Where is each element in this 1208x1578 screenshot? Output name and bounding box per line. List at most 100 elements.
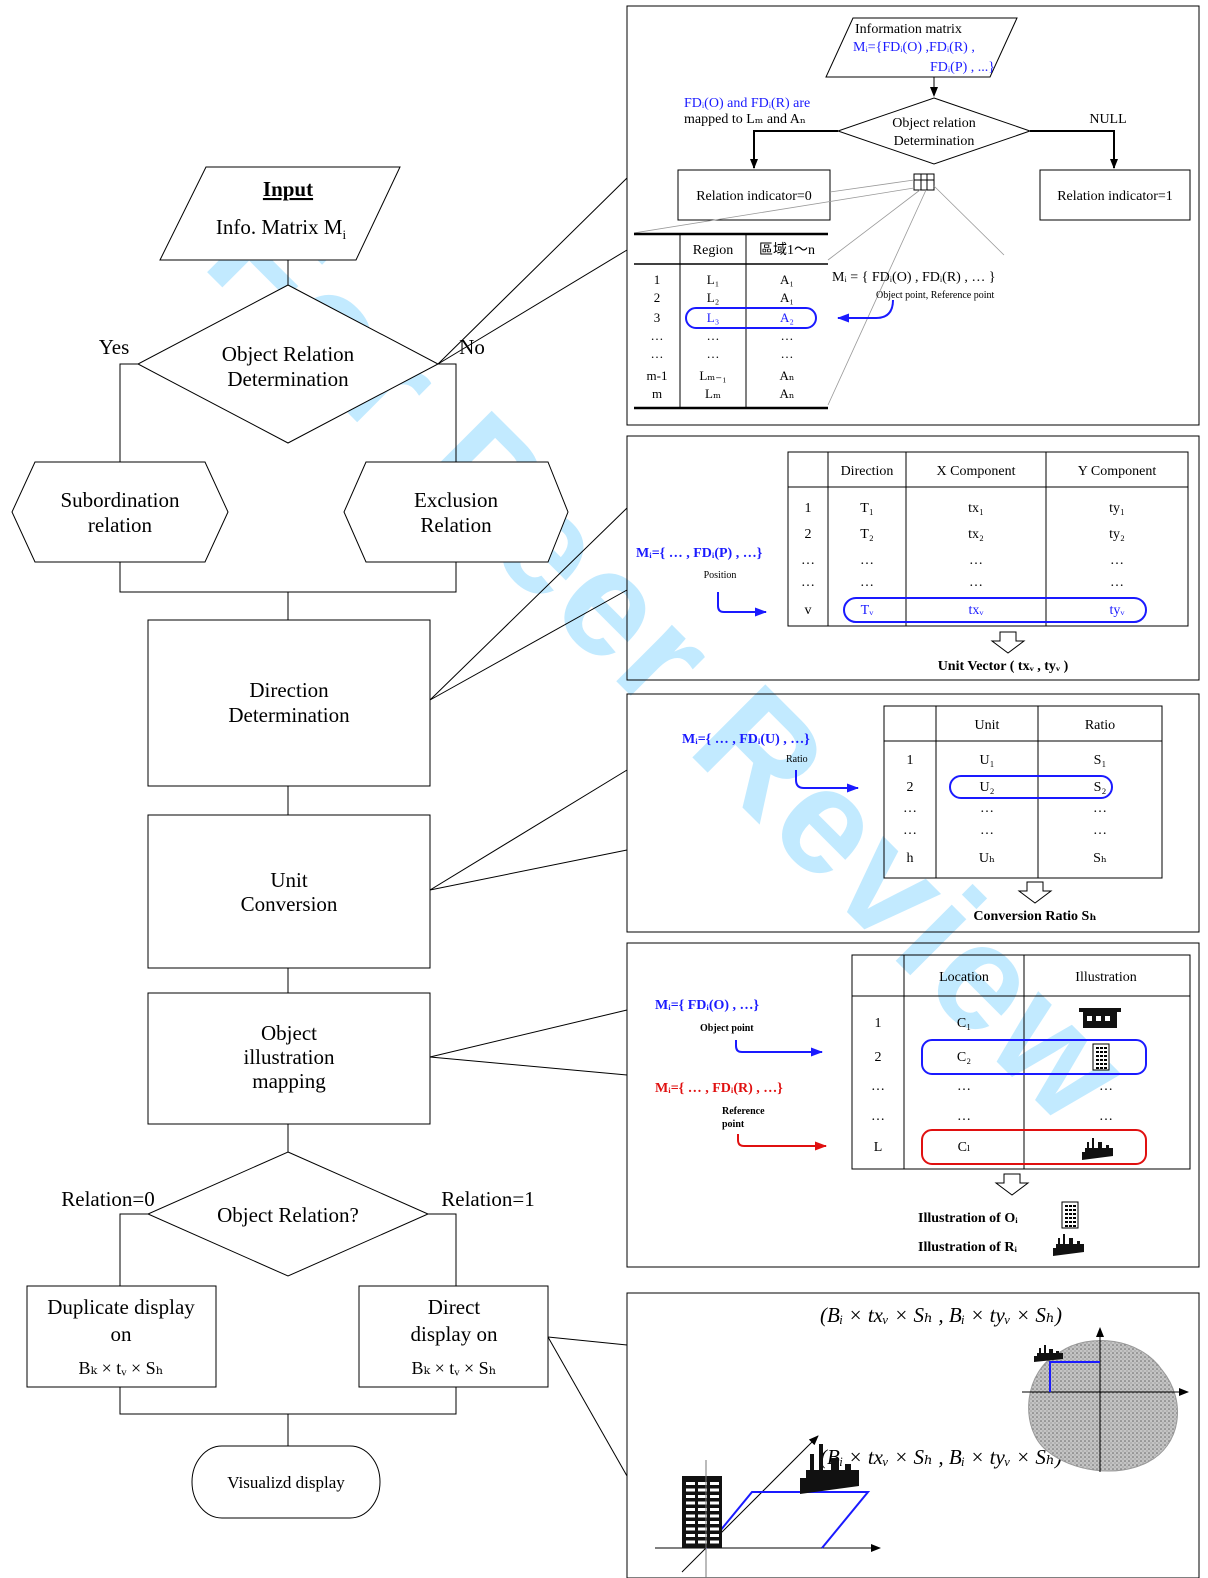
building-window xyxy=(1065,1213,1068,1215)
building-window xyxy=(1069,1213,1072,1215)
building-window xyxy=(686,1527,695,1531)
building-window xyxy=(698,1534,707,1537)
region-blob xyxy=(1028,1340,1179,1472)
decision1-line2: Determination xyxy=(227,367,349,391)
direction-table-cell: ty₁ xyxy=(1109,501,1125,516)
building-window xyxy=(710,1534,719,1537)
building-window xyxy=(698,1540,707,1544)
panel3-caption: Ratio xyxy=(786,754,808,765)
unit-table-cell: 2 xyxy=(907,780,914,795)
region-table-header-1: Region xyxy=(693,243,733,258)
mapped-line1: FDᵢ(O) and FDᵢ(R) are xyxy=(684,96,810,111)
building-window xyxy=(710,1521,719,1524)
mapped-line2: mapped to Lₘ and Aₙ xyxy=(684,112,806,127)
direction-table-cell: … xyxy=(969,553,983,568)
building-window xyxy=(710,1501,719,1505)
building-window xyxy=(1073,1217,1076,1219)
direction-table-cell: txᵥ xyxy=(968,603,984,618)
matrix-title: Information matrix xyxy=(855,22,962,37)
decision1-line1: Object Relation xyxy=(222,342,355,366)
building-window xyxy=(1100,1055,1103,1057)
direction-table-cell: … xyxy=(969,575,983,590)
matrix-line2: FDᵢ(P) , ...} xyxy=(930,60,995,75)
input-parallelogram xyxy=(159,166,401,261)
region-highlight xyxy=(685,307,817,329)
direction-table-cell: … xyxy=(801,553,815,568)
building-window xyxy=(1104,1063,1107,1065)
panel2-caption: Position xyxy=(704,570,737,581)
unit-table-cell: … xyxy=(1093,801,1107,816)
panel3-formula: Mᵢ={ … , FDᵢ(U) , …} xyxy=(682,732,810,747)
building-window xyxy=(1100,1063,1103,1065)
indicator0: Relation indicator=0 xyxy=(696,189,812,204)
unit-table-cell: 1 xyxy=(907,753,914,768)
panel4-caption1: Object point xyxy=(700,1023,754,1034)
direction-table-cell: 1 xyxy=(805,501,812,516)
panel1-decision-line1: Object relation xyxy=(892,116,976,131)
region-table-cell: m-1 xyxy=(647,368,668,383)
building-window xyxy=(686,1501,695,1505)
mapping-box xyxy=(147,992,431,1125)
building-window xyxy=(710,1495,719,1498)
blob-skyline-icon xyxy=(1034,1345,1063,1362)
mapping-table-cell: C₁ xyxy=(957,1016,971,1031)
region-table-cell: A₁ xyxy=(780,290,794,305)
unit-table-cell: … xyxy=(1093,823,1107,838)
building-window xyxy=(686,1521,695,1524)
relation1-label: Relation=1 xyxy=(441,1187,535,1211)
panel-object-relation: Information matrix Mᵢ={FDᵢ(O) ,FDᵢ(R) , … xyxy=(626,5,1200,426)
building-window xyxy=(698,1495,707,1498)
building-window xyxy=(1073,1221,1076,1223)
direct-formula: Bₖ × tᵥ × Sₕ xyxy=(412,1358,497,1378)
terminal-shape xyxy=(191,1445,381,1519)
direct-display-box xyxy=(358,1285,549,1388)
mapping-table-cell: … xyxy=(871,1079,885,1094)
direction-table-cell: T₂ xyxy=(860,527,874,542)
building-window xyxy=(1096,1067,1099,1069)
duplicate-line2: on xyxy=(111,1322,133,1346)
unit-table-cell: S₁ xyxy=(1094,753,1107,768)
building-window xyxy=(686,1508,695,1511)
building-window xyxy=(1073,1213,1076,1215)
building-window xyxy=(710,1514,719,1518)
building-window xyxy=(710,1488,719,1492)
direction-table-cell: ty₂ xyxy=(1109,527,1125,542)
duplicate-line1: Duplicate display xyxy=(47,1295,195,1319)
building-window xyxy=(1096,1063,1099,1065)
direction-table-cell: … xyxy=(860,575,874,590)
panel5-formula-bottom: (Bᵢ × txᵥ × Sₕ , Bᵢ × tyᵥ × Sₕ) xyxy=(820,1445,1062,1469)
unit-table-cell: h xyxy=(907,851,914,866)
mapping-table-cell: Cₗ xyxy=(958,1140,971,1155)
unit-table-cell: U₁ xyxy=(980,753,995,768)
matrix-line1: Mᵢ={FDᵢ(O) ,FDᵢ(R) , xyxy=(853,40,975,55)
building-window xyxy=(698,1501,707,1505)
building-window xyxy=(1069,1217,1072,1219)
mapping-table-cell: C₂ xyxy=(957,1050,971,1065)
direction-line2: Determination xyxy=(228,703,350,727)
mapping-table-cell: … xyxy=(1099,1079,1113,1094)
direction-table-cell: … xyxy=(1110,553,1124,568)
region-table-cell: Aₙ xyxy=(779,386,794,401)
direction-table-header: Direction xyxy=(841,464,894,479)
unit-table-header: Unit xyxy=(975,718,1000,733)
input-title: Input xyxy=(263,177,313,201)
duplicate-display-box xyxy=(26,1285,217,1388)
skyline-icon xyxy=(1082,1138,1113,1160)
info-matrix-parallelogram xyxy=(825,17,1018,78)
region-table-cell: L₁ xyxy=(707,272,719,287)
panel1-decision-line2: Determination xyxy=(894,134,975,149)
direction-box xyxy=(147,619,431,787)
mapping-table-cell: … xyxy=(957,1109,971,1124)
duplicate-formula: Bₖ × tᵥ × Sₕ xyxy=(79,1358,164,1378)
building-window xyxy=(710,1527,719,1531)
unit-table-cell: S₂ xyxy=(1094,780,1107,795)
direction-table-header: Y Component xyxy=(1078,464,1157,479)
mapping-line2: illustration xyxy=(244,1045,335,1069)
region-table-cell: Lₘ xyxy=(705,386,721,401)
building-window xyxy=(698,1521,707,1524)
direction-table-cell: tx₁ xyxy=(968,501,984,516)
